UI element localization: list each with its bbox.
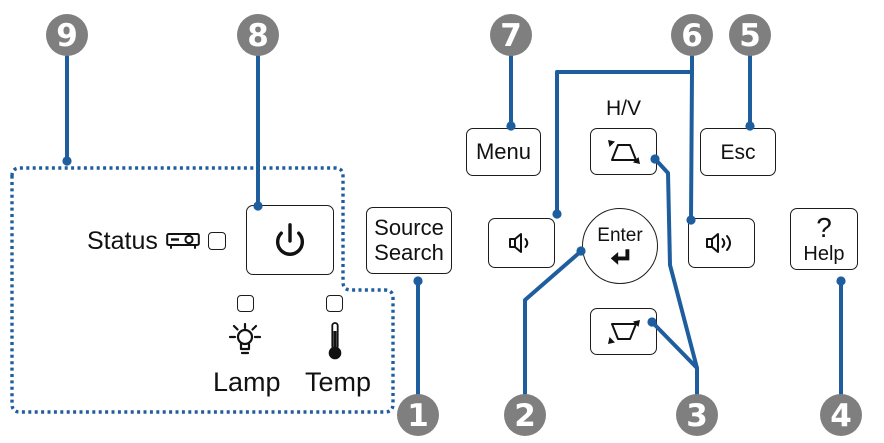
callout-5-number: 5: [739, 18, 761, 54]
callout-2: 2: [504, 394, 546, 436]
callout-9-number: 9: [56, 18, 78, 54]
enter-arrow-icon: [610, 248, 630, 265]
volume-up-speaker-cone: [710, 233, 719, 253]
menu-button[interactable]: Menu: [466, 128, 541, 176]
esc-button[interactable]: Esc: [700, 128, 776, 176]
lamp-icon-bulb: [236, 328, 254, 346]
callout-7-number: 7: [500, 18, 522, 54]
callout-4: 4: [820, 394, 862, 436]
leader-line-2-path: [523, 251, 581, 396]
help-question-icon: ?: [816, 212, 832, 243]
keystone-up-shape: [610, 143, 637, 161]
callout-9-disc: [46, 14, 88, 56]
callout-7: 7: [490, 14, 532, 56]
volume-down-speaker-cone: [513, 233, 522, 253]
lamp-icon: [228, 322, 262, 355]
callout-8: 8: [237, 14, 279, 56]
leader-line-6-left-dot: [552, 209, 562, 219]
leader-line-7: [506, 54, 516, 131]
callout-6-disc: [671, 14, 713, 56]
keystone-down-shape: [610, 322, 637, 340]
keystone-down-button[interactable]: [590, 308, 657, 355]
callout-2-number: 2: [514, 398, 536, 434]
leader-line-5: [745, 54, 755, 131]
lamp-label: Lamp: [213, 367, 281, 397]
thermometer-icon-bulb: [328, 346, 342, 360]
callout-1-disc: [397, 394, 439, 436]
keystone-up-icon: [607, 139, 640, 164]
callout-1-number: 1: [407, 398, 429, 434]
callout-7-disc: [490, 14, 532, 56]
callout-1: 1: [397, 394, 439, 436]
enter-button[interactable]: Enter: [582, 208, 658, 284]
callout-2-disc: [504, 394, 546, 436]
callout-6-number: 6: [681, 18, 703, 54]
esc-button-label: Esc: [720, 140, 756, 164]
callout-5: 5: [729, 14, 771, 56]
leader-line-3-lower-path: [651, 321, 699, 396]
leader-line-6-right-path: [689, 70, 694, 221]
temp-label: Temp: [305, 367, 372, 397]
keystone-down-icon: [607, 319, 640, 344]
source-search-label-line2: Search: [374, 240, 444, 265]
callout-9: 9: [46, 14, 88, 56]
volume-down-icon: [508, 233, 528, 253]
status-indicator-light: [208, 232, 226, 250]
volume-up-wave-outer: [725, 235, 731, 251]
callout-5-disc: [729, 14, 771, 56]
power-icon: [275, 223, 305, 256]
callout-8-number: 8: [247, 18, 269, 54]
keystone-caption: H/V: [605, 97, 641, 120]
projector-icon: [166, 233, 200, 249]
callout-4-disc: [820, 394, 862, 436]
temp-indicator-light: [326, 295, 343, 312]
help-button[interactable]: ? Help: [790, 208, 858, 270]
callout-6: 6: [671, 14, 713, 56]
keystone-up-arrow-left: [607, 139, 615, 147]
leader-line-3: [647, 154, 699, 396]
thermometer-icon: [328, 322, 342, 360]
volume-down-button[interactable]: [488, 218, 555, 268]
status-label: Status: [87, 227, 158, 255]
callout-8-disc: [237, 14, 279, 56]
enter-button-label: Enter: [597, 224, 643, 246]
menu-button-label: Menu: [475, 139, 532, 164]
keystone-down-arrow-left: [607, 336, 615, 344]
leader-line-8: [253, 54, 263, 211]
leader-line-1: [413, 276, 423, 396]
leader-line-2: [523, 246, 586, 396]
callout-3: 3: [676, 394, 718, 436]
projector-icon-slot: [171, 238, 179, 241]
volume-up-icon: [705, 233, 731, 253]
leader-line-1-dot: [413, 276, 423, 286]
source-search-label-line1: Source: [374, 215, 444, 240]
lamp-indicator-light: [237, 295, 254, 312]
volume-up-button[interactable]: [688, 218, 755, 268]
projector-icon-lens: [184, 234, 194, 245]
keystone-down-arrow-right: [632, 319, 640, 327]
leader-line-4-dot: [836, 276, 846, 286]
callout-4-number: 4: [830, 398, 852, 434]
enter-arrow-head: [610, 251, 619, 265]
enter-arrow-shaft: [617, 248, 630, 260]
power-button[interactable]: [246, 205, 334, 275]
leader-line-9-dot: [62, 156, 72, 166]
callout-3-disc: [676, 394, 718, 436]
source-search-button[interactable]: Source Search: [366, 207, 452, 274]
volume-up-wave-inner: [721, 238, 725, 248]
help-button-label: Help: [803, 243, 845, 265]
leader-line-4: [836, 276, 846, 396]
keystone-up-button[interactable]: [590, 128, 657, 175]
volume-down-wave: [524, 238, 528, 248]
callout-3-number: 3: [686, 398, 708, 434]
leader-line-9: [62, 54, 72, 166]
